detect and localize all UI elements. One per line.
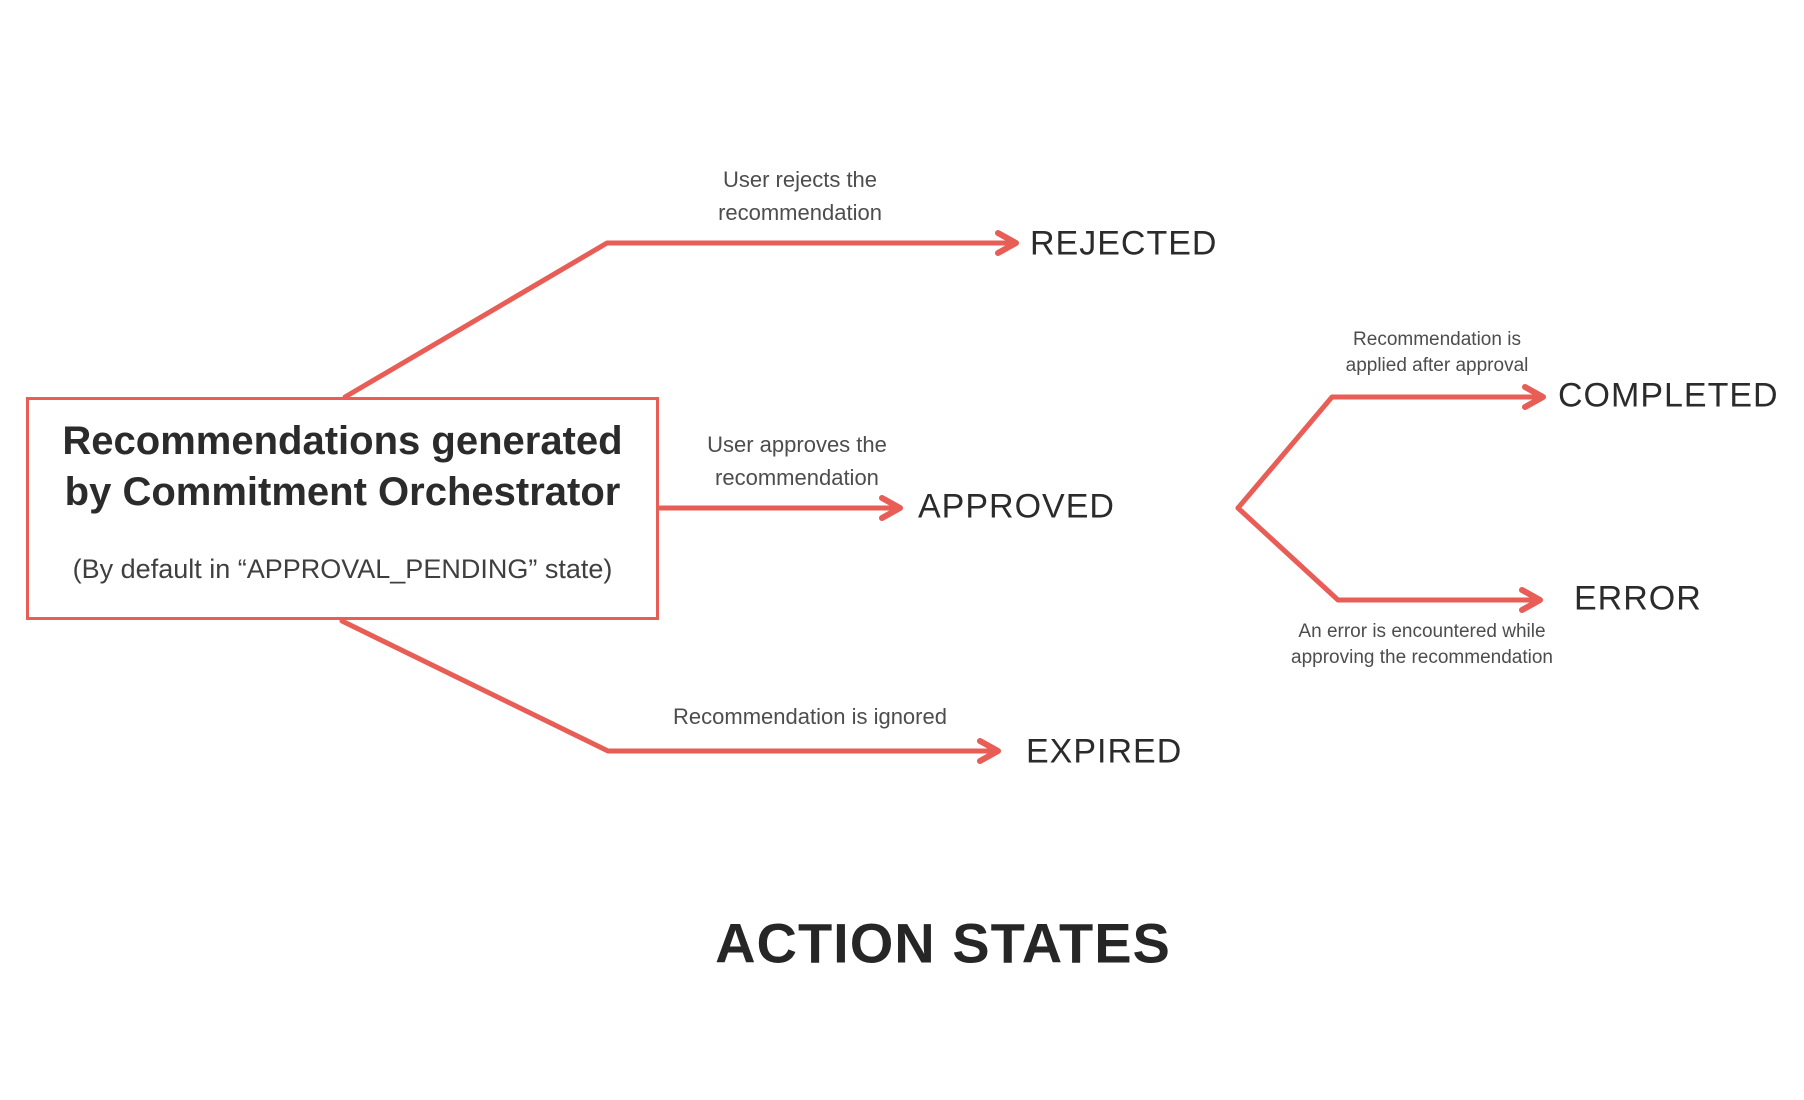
edge-label-rejected-line2: recommendation [718,200,882,225]
source-box-title-line2: by Commitment Orchestrator [64,470,621,514]
edge-label-error-line2: approving the recommendation [1291,647,1553,668]
edge-pending-to-expired [339,618,1001,764]
edge-approved-to-error [1235,505,1543,613]
edge-label-expired: Recommendation is ignored [673,700,947,733]
edge-label-completed-line2: applied after approval [1345,355,1529,376]
edge-label-rejected-line1: User rejects the [722,167,878,192]
edge-label-expired-line1: Recommendation is ignored [673,704,947,729]
source-state-box: Recommendations generated by Commitment … [26,397,659,620]
edge-label-completed: Recommendation is applied after approval [1346,327,1529,379]
edge-label-approved-line2: recommendation [715,465,879,490]
source-box-title: Recommendations generated by Commitment … [29,416,656,518]
source-box-subtitle: (By default in “APPROVAL_PENDING” state) [72,554,613,584]
edge-label-error-line1: An error is encountered while [1298,621,1546,642]
diagram-title: ACTION STATES [715,911,1171,975]
edge-approved-to-completed [1235,384,1546,511]
state-label-approved: APPROVED [918,487,1115,526]
state-label-rejected: REJECTED [1030,224,1218,263]
state-label-expired: EXPIRED [1026,732,1183,771]
state-label-completed: COMPLETED [1558,376,1779,415]
edge-label-completed-line1: Recommendation is [1353,329,1521,350]
edge-label-error: An error is encountered while approving … [1291,619,1553,671]
edge-pending-to-rejected [342,230,1019,400]
state-label-error: ERROR [1574,579,1702,618]
edge-label-approved: User approves the recommendation [707,428,887,494]
edge-label-rejected: User rejects the recommendation [718,163,882,229]
source-box-title-line1: Recommendations generated [62,419,623,463]
edge-label-approved-line1: User approves the [707,432,887,457]
